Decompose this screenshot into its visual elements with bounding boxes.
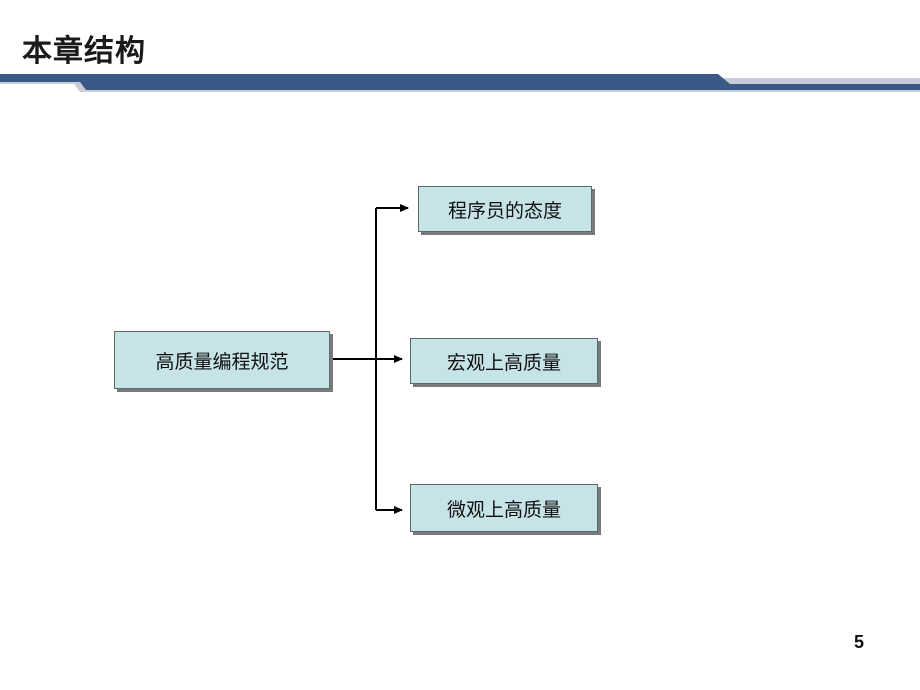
page-number: 5 (853, 632, 864, 652)
node-micro-high-quality: 微观上高质量 (410, 484, 598, 532)
root-node-high-quality-coding-standard: 高质量编程规范 (114, 331, 330, 389)
title-divider-bar (0, 74, 920, 92)
node-programmer-attitude: 程序员的态度 (418, 186, 592, 232)
slide-title: 本章结构 (22, 34, 146, 69)
node-macro-high-quality: 宏观上高质量 (410, 338, 598, 384)
title-divider-dark-strip (0, 74, 920, 90)
